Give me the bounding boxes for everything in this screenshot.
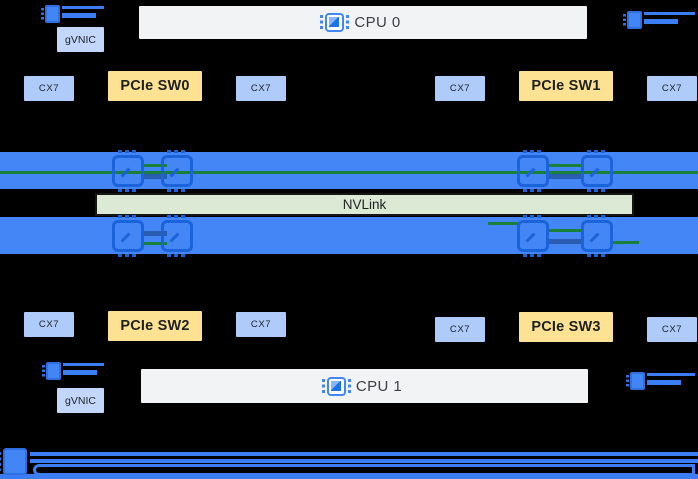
nic-trace-line (63, 363, 104, 366)
pcie-switch3-box: PCIe SW3 (519, 312, 613, 342)
cpu-chip-icon (320, 13, 350, 32)
nvlink-label: NVLink (342, 197, 387, 212)
cpu1-box: CPU 1 (141, 369, 588, 403)
gpu-chip-icon (112, 149, 144, 192)
cpu1-label: CPU 1 (355, 377, 403, 395)
gpu-chip-icon (581, 214, 613, 257)
cx7-nic-box: CX7 (236, 312, 286, 337)
nic-trace-line (647, 373, 695, 376)
nvlink-switch-bar: NVLink (95, 193, 634, 216)
gpu-chip-icon (112, 214, 144, 257)
pcie-switch0-box: PCIe SW0 (108, 71, 202, 101)
gpu-core-mark (120, 167, 131, 177)
nvlink-rail-segment (141, 242, 167, 245)
cx7-nic-box: CX7 (24, 312, 74, 337)
gpu-chip-icon (161, 149, 193, 192)
nic-trace-line (644, 19, 678, 24)
gpu-chip-icon (161, 214, 193, 257)
gpu-core-mark (169, 232, 180, 242)
pcie-rail-segment (546, 239, 584, 244)
cx7-nic-box: CX7 (24, 76, 74, 101)
cpu0-box: CPU 0 (139, 6, 587, 39)
nvlink-rail-segment (546, 164, 584, 167)
cpu-chip-icon (321, 376, 351, 396)
nvlink-rail-segment (613, 241, 639, 244)
gvnic-box-bottom: gVNIC (57, 388, 104, 413)
bus-solid-bar (0, 474, 698, 479)
nvlink-rail-line (0, 171, 698, 174)
nvlink-rail-segment (546, 229, 584, 232)
pcie-rail-segment (141, 174, 167, 179)
bus-trace-line (30, 459, 698, 463)
gpu-core-mark (589, 167, 600, 177)
gpu-core-mark (589, 232, 600, 242)
nic-icon-top-right (622, 10, 695, 29)
cx7-nic-box: CX7 (647, 76, 697, 101)
nic-trace-line (63, 370, 97, 375)
cx7-nic-box: CX7 (435, 317, 485, 342)
pcie-switch1-box: PCIe SW1 (519, 71, 613, 101)
gpu-core-mark (120, 232, 131, 242)
gpu-bar-top (0, 149, 698, 192)
gpu-core-mark (169, 167, 180, 177)
nic-trace-line (647, 380, 681, 385)
cpu-core-icon (329, 17, 340, 27)
gpu-chip-icon (581, 149, 613, 192)
gpu-core-mark (525, 232, 536, 242)
gvnic-box-top: gVNIC (57, 27, 104, 52)
cx7-nic-box: CX7 (435, 76, 485, 101)
nic-trace-line (644, 12, 695, 15)
pcie-switch2-box: PCIe SW2 (108, 311, 202, 341)
cpu0-label: CPU 0 (354, 14, 401, 31)
gpu-bar-bottom (0, 214, 698, 257)
gpu-chip-icon (517, 149, 549, 192)
gpu-core-mark (525, 167, 536, 177)
cx7-nic-box: CX7 (236, 76, 286, 101)
nvlink-rail-segment (488, 222, 518, 225)
bus-trace-line (30, 452, 698, 456)
nvlink-rail-segment (141, 164, 167, 167)
nic-icon-top-left (40, 4, 104, 23)
nic-icon-bottom-right (625, 371, 695, 390)
nic-trace-line (62, 6, 104, 9)
nic-chip-icon (626, 372, 645, 390)
nic-trace-line (62, 13, 96, 18)
cpu-core-icon (330, 380, 341, 391)
nic-icon-bottom-left (41, 361, 104, 380)
nic-chip-icon (0, 448, 27, 475)
gpu-chip-icon (517, 214, 549, 257)
pcie-rail-segment (546, 174, 584, 179)
nic-chip-icon (41, 5, 60, 23)
cx7-nic-box: CX7 (647, 317, 697, 342)
pcie-rail-segment (141, 231, 167, 236)
nic-chip-icon (42, 362, 61, 380)
nic-chip-icon (623, 11, 642, 29)
